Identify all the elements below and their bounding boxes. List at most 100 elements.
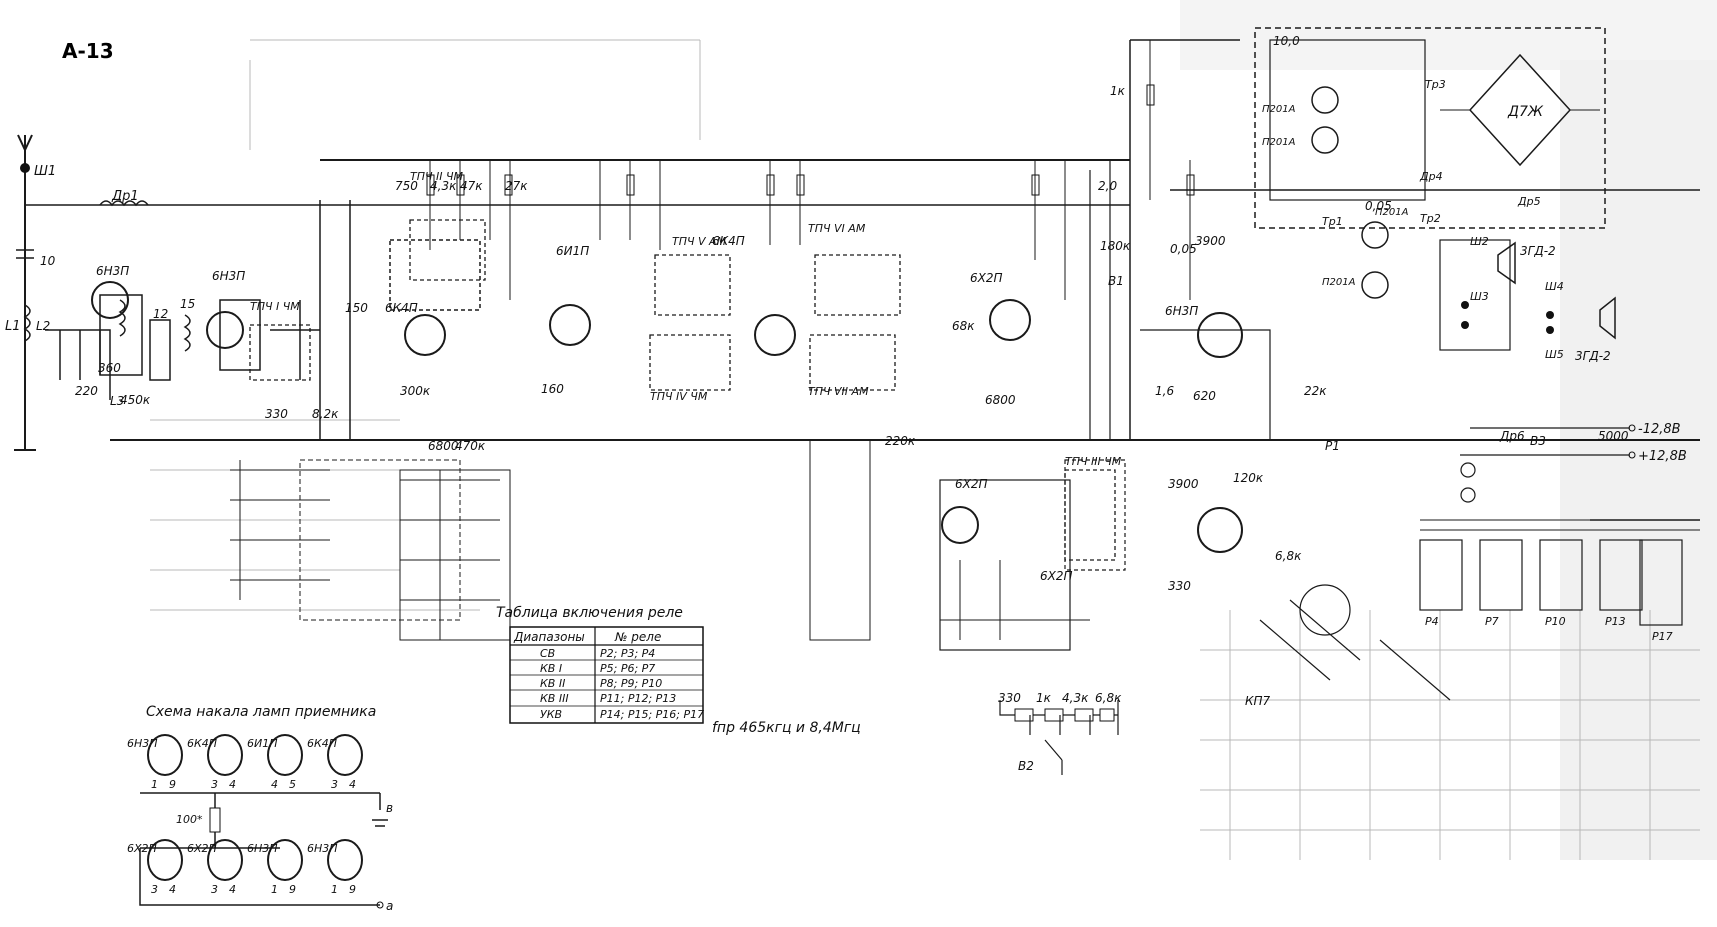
if-stage-4: ТПЧ VI АМ <box>808 222 866 235</box>
filament-tube-label-top-2: 6К4П <box>187 737 217 750</box>
filament-pin-top-3-1: 4 <box>271 778 278 791</box>
component-value-25: 180к <box>1100 239 1131 253</box>
relay-table-header-2: № реле <box>614 630 661 644</box>
relay-table-row-4-relays: Р11; Р12; Р13 <box>600 692 676 705</box>
filament-pin-bottom-2-1: 3 <box>211 883 218 896</box>
relay-label-13: Р13 <box>1605 615 1626 628</box>
component-value-9: 150 <box>345 301 368 315</box>
relay-label-10: Р10 <box>1545 615 1566 628</box>
component-value-7: 330 <box>265 407 288 421</box>
supply-rails <box>25 39 1700 521</box>
audio-section <box>809 160 1271 651</box>
filament-tube-label-top-4: 6К4П <box>307 737 337 750</box>
component-value-26: 1,6 <box>1155 384 1174 398</box>
filament-tube-top-2 <box>207 734 243 776</box>
component-value-35: 5000 <box>1598 429 1629 443</box>
divider-value-2: 1к <box>1036 691 1052 705</box>
tube-label-5: 6К4П <box>712 234 745 248</box>
filament-tube-label-bottom-4: 6Н3П <box>307 842 338 855</box>
coil-label-l2: L2 <box>36 319 50 333</box>
filament-pin-top-2-2: 4 <box>229 778 236 791</box>
component-value-6: 15 <box>180 297 195 311</box>
divider-value-1: 330 <box>998 691 1021 705</box>
component-value-33: 6,8к <box>1275 549 1302 563</box>
component-value-12: 47к <box>460 179 483 193</box>
switch-b1: В1 <box>1108 274 1124 288</box>
if-stage-5: ТПЧ VII АМ <box>808 385 869 398</box>
relay-table-row-2-relays: Р5; Р6; Р7 <box>600 662 655 675</box>
component-value-17: 160 <box>541 382 564 396</box>
tube-label-7: 6Х2П <box>955 477 988 491</box>
coil-label-l1: L1 <box>5 319 21 334</box>
choke-label: Др1 <box>111 189 139 204</box>
if-stage-6: ТПЧ III ЧМ <box>1065 455 1122 468</box>
relay-table-row-3-relays: Р8; Р9; Р10 <box>600 677 662 690</box>
relay-label-17: Р17 <box>1652 630 1673 643</box>
relay-table-header-1: Диапазоны <box>513 630 585 644</box>
relay-table-title: Таблица включения реле <box>496 605 683 621</box>
filament-tube-bottom-4 <box>327 839 363 881</box>
tube-label-1: 6Н3П <box>96 264 129 278</box>
jack-label-4: Ш4 <box>1545 280 1564 293</box>
component-value-8: 8,2к <box>312 407 339 421</box>
background-bleed-grid <box>150 0 1717 860</box>
relay-table-row-1-relays: Р2; Р3; Р4 <box>600 647 655 660</box>
component-value-13: 27к <box>505 179 528 193</box>
component-value-28: 22к <box>1304 384 1327 398</box>
component-value-4: 450к <box>120 393 151 407</box>
filament-pin-top-2-1: 3 <box>211 778 218 791</box>
choke-label-6: Др6 <box>1499 429 1525 443</box>
jack-label-3: Ш3 <box>1470 290 1489 303</box>
page-title: A-13 <box>62 39 114 63</box>
relay-banks: Р1 Р4 Р7 Р10 Р13 Р17 <box>1325 439 1700 643</box>
filament-pin-bottom-1-2: 4 <box>169 883 176 896</box>
coil-label-l3: L3 <box>110 394 124 408</box>
tube-label-8: 6Н3П <box>1165 304 1198 318</box>
filament-pin-bottom-2-2: 4 <box>229 883 236 896</box>
antenna-input: Ш1 Др1 L1 L2 L3 <box>5 134 149 451</box>
speaker-label-1: 3ГД-2 <box>1520 244 1556 258</box>
filament-term-b: в <box>386 801 393 815</box>
filament-pin-top-4-2: 4 <box>349 778 356 791</box>
choke-label-5: Др5 <box>1517 195 1541 208</box>
transistor-label-1: П201А <box>1262 104 1296 115</box>
component-value-24: 0,05 <box>1170 242 1197 256</box>
transistor-label-3: П201А <box>1375 207 1409 218</box>
filament-tube-bottom-3 <box>267 839 303 881</box>
if-stage-3: ТПЧ V АМ <box>672 235 727 248</box>
filament-pin-top-1-2: 9 <box>169 778 176 791</box>
scan-blank-area <box>1107 867 1717 927</box>
component-value-30: 0,05 <box>1365 199 1392 213</box>
component-value-18: 220к <box>885 434 916 448</box>
component-value-32: 120к <box>1233 471 1264 485</box>
relay-label-4: Р4 <box>1425 615 1439 628</box>
component-value-16: 470к <box>455 439 486 453</box>
filament-diagram: Схема накала ламп приемника 100* в а <box>139 704 393 913</box>
component-value-31: 330 <box>1168 579 1191 593</box>
divider-value-3: 4,3к <box>1062 691 1089 705</box>
speaker-label-2: 3ГД-2 <box>1575 349 1611 363</box>
tube-label-2: 6Н3П <box>212 269 245 283</box>
filament-tube-label-top-1: 6Н3П <box>127 737 158 750</box>
component-value-11: 4,3к <box>430 179 457 193</box>
component-value-15: 6800 <box>428 439 459 453</box>
choke-label-4: Др4 <box>1419 170 1443 183</box>
if-transformers: ТПЧ I ЧМ ТПЧ II ЧМ ТПЧ V АМ ТПЧ VI АМ ТП… <box>249 170 1122 561</box>
switch-b3: В3 <box>1530 434 1546 448</box>
component-value-1: 10 <box>40 254 56 268</box>
transistor-label-4: П201А <box>1322 277 1356 288</box>
if-stage-7: ТПЧ IV ЧМ <box>650 390 708 403</box>
tube-label-9: 6Х2П <box>1040 569 1073 583</box>
if-frequency-note: fпр 465кгц и 8,4Мгц <box>712 720 861 736</box>
transformer-label-2: Тр2 <box>1420 212 1441 225</box>
filament-pin-bottom-3-1: 1 <box>271 883 278 896</box>
component-value-19: 68к <box>952 319 975 333</box>
relay-label-1: Р1 <box>1325 439 1340 453</box>
divider-switch-label: В2 <box>1018 759 1034 773</box>
filament-tube-label-bottom-3: 6Н3П <box>247 842 278 855</box>
tube-label-3: 6К4П <box>385 301 418 315</box>
filament-tube-top-1 <box>147 734 183 776</box>
filament-pin-top-4-1: 3 <box>331 778 338 791</box>
filament-term-a: а <box>386 899 393 913</box>
